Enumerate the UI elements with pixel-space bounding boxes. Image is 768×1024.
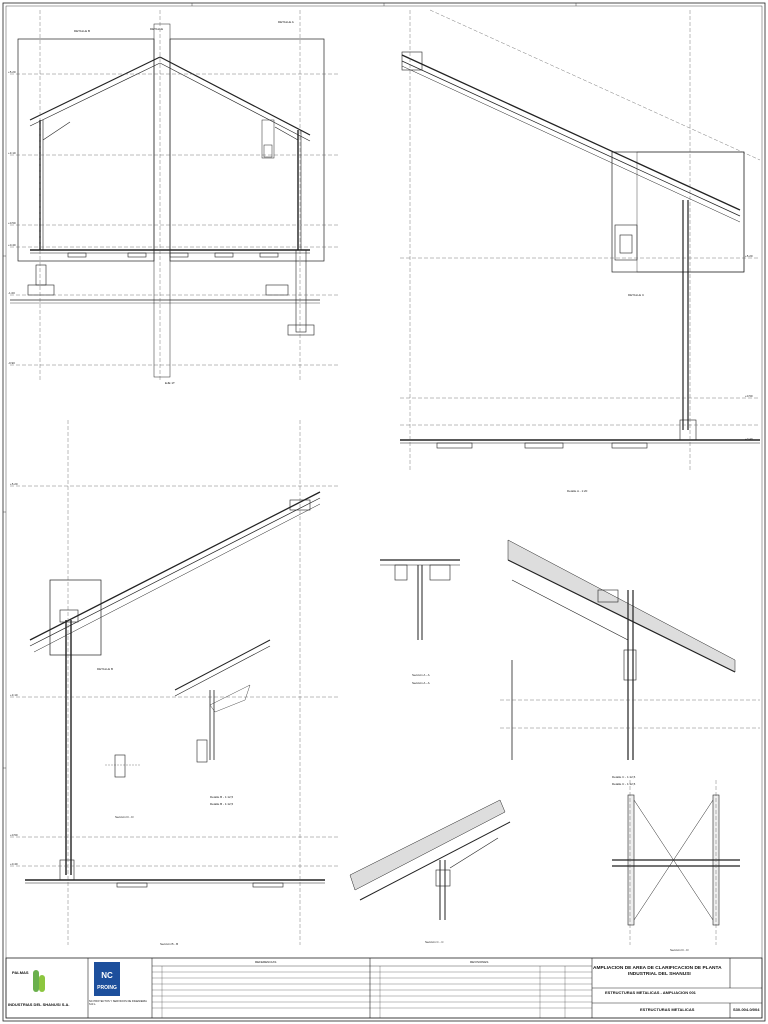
client-full-name: INDUSTRIAS DEL SHANUSI S.A. xyxy=(8,1002,70,1007)
svg-text:+3.10: +3.10 xyxy=(10,693,18,697)
svg-text:Sección A - A: Sección A - A xyxy=(412,673,430,677)
svg-text:Sección B - B: Sección B - B xyxy=(160,942,178,946)
svg-text:+0.40: +0.40 xyxy=(745,437,753,441)
frame-elevation xyxy=(10,23,325,378)
svg-text:Detalle B - 1:12,5: Detalle B - 1:12,5 xyxy=(210,795,234,799)
svg-text:+5.20: +5.20 xyxy=(745,254,753,258)
references-header: REFERENCIAS xyxy=(255,960,277,964)
section-a xyxy=(380,559,460,640)
detail-b-scale-label: Detalle B - 1:12,5 xyxy=(210,802,234,806)
svg-text:Sección D - D: Sección D - D xyxy=(115,815,134,819)
svg-text:+5.20: +5.20 xyxy=(10,482,18,486)
svg-text:Detalle C - 1:12,5: Detalle C - 1:12,5 xyxy=(612,775,636,779)
svg-text:Sección D - D: Sección D - D xyxy=(670,948,689,952)
detail-a-label-top: DETALLE A xyxy=(278,20,294,24)
section-c xyxy=(349,799,511,920)
svg-text:DETALLE B: DETALLE B xyxy=(97,667,113,671)
drawing-title: ESTRUCTURAS METALICAS - AMPLIACION 001 xyxy=(605,990,696,995)
detail-b-label-top: DETALLE B xyxy=(74,29,90,33)
client-short-name: PALMAS xyxy=(12,970,29,975)
detail-c-scale-label: Detalle C - 1:12,5 xyxy=(612,782,636,786)
svg-text:+0.50: +0.50 xyxy=(745,394,753,398)
svg-text:-0.90: -0.90 xyxy=(8,361,15,365)
svg-text:+0.50: +0.50 xyxy=(8,221,16,225)
detail-c xyxy=(507,539,736,760)
axis-label: EJE 1T xyxy=(165,381,175,385)
consultant-subtitle: NC PROYECTOS Y SERVICIOS DE INGENIERIA S… xyxy=(89,1000,147,1006)
section-a-label: Sección A - A xyxy=(412,681,430,685)
section-d xyxy=(612,794,740,926)
palmas-logo xyxy=(33,970,45,992)
nc-proing-logo: NC PROING xyxy=(94,962,120,996)
slope-detail xyxy=(400,51,760,449)
svg-text:NC: NC xyxy=(101,971,113,980)
svg-text:+0.50: +0.50 xyxy=(10,833,18,837)
project-title-line-2: INDUSTRIAL DEL SHANUSI xyxy=(628,972,691,977)
svg-text:+5.20: +5.20 xyxy=(8,70,16,74)
svg-text:+3.10: +3.10 xyxy=(8,151,16,155)
drawing-subtitle: ESTRUCTURAS METALICAS xyxy=(640,1007,695,1012)
svg-text:DETALLE: DETALLE xyxy=(150,27,163,31)
svg-text:DETALLE C: DETALLE C xyxy=(628,293,645,297)
drawing-number: S30-004-0/004 xyxy=(733,1007,760,1012)
svg-text:+0.40: +0.40 xyxy=(8,243,16,247)
column-roof-elevation xyxy=(25,491,325,888)
svg-text:Sección C - C: Sección C - C xyxy=(425,940,444,944)
svg-text:Detalle A - 1:20: Detalle A - 1:20 xyxy=(567,489,588,493)
svg-text:PROING: PROING xyxy=(97,985,117,991)
revisions-header: REVISIONES xyxy=(470,960,489,964)
title-block-frame xyxy=(5,957,763,1019)
project-title-line-1: AMPLIACION DE AREA DE CLARIFICACION DE P… xyxy=(593,966,722,971)
svg-text:-1.00: -1.00 xyxy=(8,291,15,295)
svg-text:+0.40: +0.40 xyxy=(10,862,18,866)
